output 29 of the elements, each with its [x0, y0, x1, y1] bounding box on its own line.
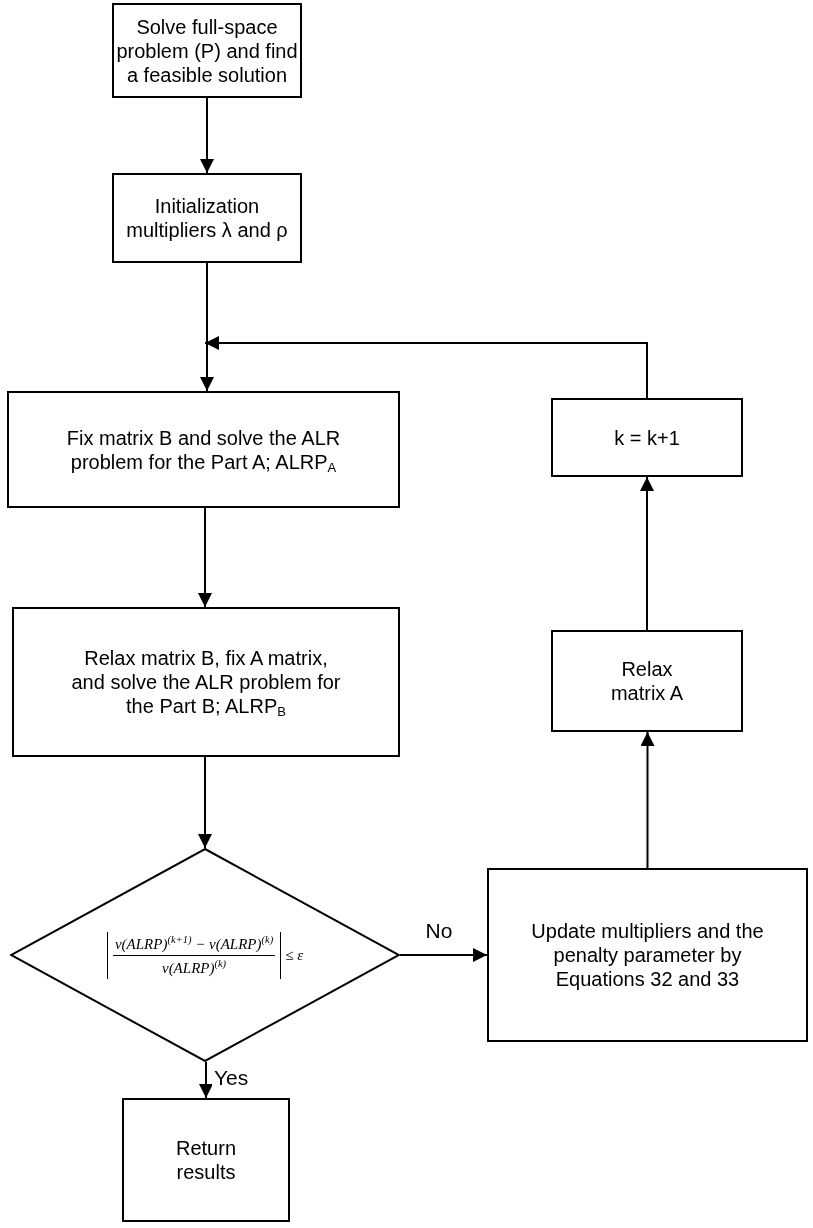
box-text: Fix matrix B and solve the ALR problem for the Part A; ALRP$_{A}$	[65, 425, 342, 474]
formula-denominator: ν(ALRP)$^{(k)}$	[161, 956, 227, 977]
process-box	[112, 3, 302, 98]
box-text: Solve full-space problem (P) and find a feasible solution	[115, 14, 299, 87]
arrow	[200, 97, 214, 174]
arrow	[198, 756, 212, 849]
process-box	[122, 1098, 290, 1222]
box-text: Return results	[175, 1136, 237, 1184]
process-box	[7, 391, 400, 508]
arrow	[200, 262, 214, 392]
arrow	[199, 1061, 213, 1099]
box-text: Relax matrix B, fix A matrix, and solve the ALR problem for the Part B; ALRP$_{B}$	[70, 646, 342, 718]
formula-numerator: ν(ALRP)$^{(k+1)}$ − ν(ALRP)$^{(k)}$	[112, 933, 276, 956]
decision-diamond	[10, 848, 400, 1062]
arrow	[640, 476, 654, 631]
box-text: Update multipliers and the penalty parameter by Equations 32 and 33	[530, 919, 765, 991]
process-box	[487, 868, 808, 1042]
process-box	[12, 607, 400, 757]
process-box	[551, 398, 743, 477]
box-text: k = k+1	[613, 425, 681, 450]
arrow	[198, 507, 212, 608]
box-text: Relax matrix A	[609, 657, 685, 705]
process-box	[112, 173, 302, 263]
arrow	[204, 336, 648, 399]
process-box	[551, 630, 743, 732]
box-text: Initialization multipliers λ and ρ	[125, 194, 289, 242]
arrow	[640, 731, 655, 869]
formula-condition: ≤ ε	[285, 946, 304, 964]
arrow	[399, 948, 488, 962]
